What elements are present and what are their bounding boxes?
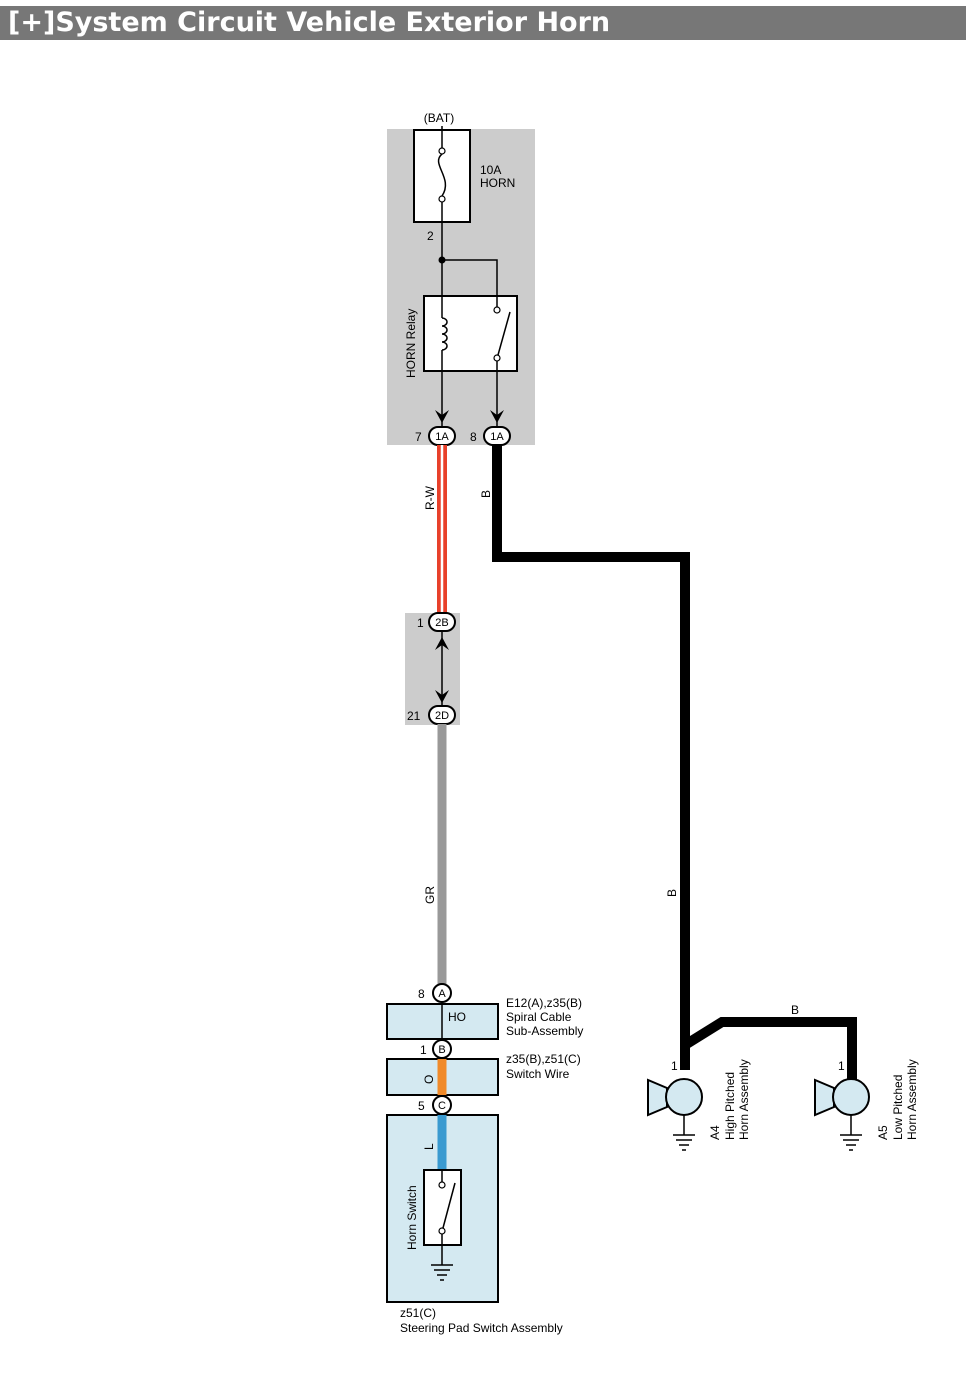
horn-switch-label: Horn Switch <box>405 1185 419 1250</box>
connector-id: B <box>438 1044 445 1056</box>
low-horn-name-2: Horn Assembly <box>905 1059 919 1140</box>
horn-pin: 1 <box>671 1059 678 1073</box>
connector-id: C <box>438 1100 446 1112</box>
high-horn-name-2: Horn Assembly <box>737 1059 751 1140</box>
switch-wire-codes: z35(B),z51(C) <box>506 1052 581 1066</box>
connector-pin: 7 <box>415 430 422 444</box>
fuse-pin: 2 <box>427 229 434 243</box>
connector-pin: 1 <box>420 1043 427 1057</box>
arrow-down-icon <box>435 410 449 423</box>
high-horn-icon <box>647 1078 703 1151</box>
switch-wire-name: Switch Wire <box>506 1067 570 1081</box>
wire-label-b: B <box>791 1003 799 1017</box>
connector-pin: 8 <box>418 987 425 1001</box>
fuse-rating: 10A <box>480 163 501 177</box>
connector-id: A <box>438 988 446 1000</box>
page-header: [+]System Circuit Vehicle Exterior Horn <box>0 6 966 40</box>
low-horn-name-1: Low Pitched <box>891 1075 905 1140</box>
wire-label-b: B <box>665 889 679 897</box>
low-horn-code: A5 <box>876 1125 890 1140</box>
wire-label-b: B <box>479 490 493 498</box>
spiral-cable-name-1: Spiral Cable <box>506 1010 572 1024</box>
relay-switch-icon <box>493 296 511 371</box>
arrow-down-icon <box>435 690 449 703</box>
horn-switch-name: Steering Pad Switch Assembly <box>400 1321 563 1335</box>
horn-switch-code: z51(C) <box>400 1306 436 1320</box>
arrow-up-icon <box>435 637 449 650</box>
wire-label-l: L <box>422 1143 436 1150</box>
relay-label: HORN Relay <box>404 309 418 378</box>
horn-switch-icon <box>438 1170 456 1265</box>
wire-b-branch <box>682 1017 857 1085</box>
arrow-down-icon <box>490 410 504 423</box>
wire-label-rw: R-W <box>423 485 437 510</box>
spiral-cable-name-2: Sub-Assembly <box>506 1024 583 1038</box>
high-horn-code: A4 <box>708 1125 722 1140</box>
horn-pin: 1 <box>838 1059 845 1073</box>
power-source-label: (BAT) <box>424 111 454 125</box>
high-horn-name-1: High Pitched <box>723 1072 737 1140</box>
connector-pin: 8 <box>470 430 477 444</box>
wire-label-o: O <box>422 1075 436 1084</box>
connector-pin: 21 <box>407 709 421 723</box>
connector-pin: 1 <box>417 616 424 630</box>
wire-label-gr: GR <box>423 886 437 904</box>
relay-coil-icon <box>441 296 448 371</box>
wire-b-main <box>492 445 690 1070</box>
fuse-name: HORN <box>480 176 515 190</box>
low-horn-icon <box>814 1078 870 1151</box>
ground-icon <box>431 1264 453 1281</box>
fuse-icon <box>437 130 447 222</box>
connector-pin: 5 <box>418 1099 425 1113</box>
connector-id: 1A <box>490 431 504 443</box>
connector-id: 1A <box>435 431 449 443</box>
spiral-cable-codes: E12(A),z35(B) <box>506 996 582 1010</box>
spiral-terminal-label: HO <box>448 1010 466 1024</box>
horn-relay-box <box>423 295 518 372</box>
connector-id: 2B <box>435 617 448 629</box>
connector-id: 2D <box>435 710 449 722</box>
expand-toggle[interactable]: [+] <box>8 7 56 38</box>
page-title: System Circuit Vehicle Exterior Horn <box>55 7 611 38</box>
